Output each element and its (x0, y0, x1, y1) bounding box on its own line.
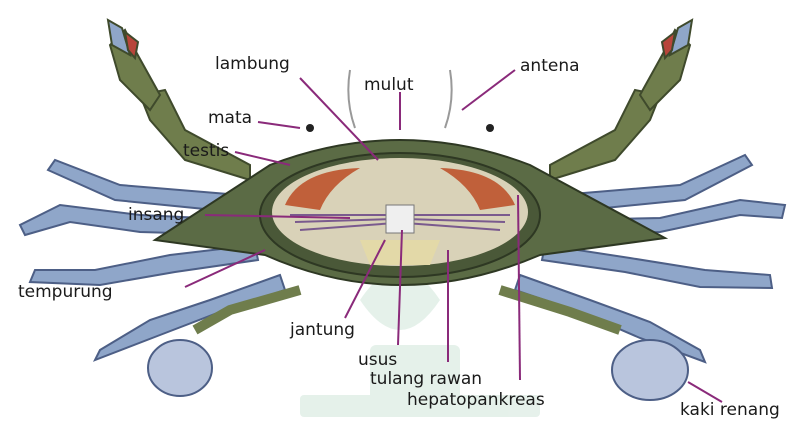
label-insang: insang (128, 207, 184, 224)
label-antena: antena (520, 58, 580, 75)
label-mata: mata (208, 110, 252, 127)
label-kaki-renang: kaki renang (680, 402, 780, 419)
label-hepatopankreas: hepatopankreas (407, 392, 545, 409)
label-jantung: jantung (290, 322, 355, 339)
label-usus: usus (358, 352, 397, 369)
label-lambung: lambung (215, 56, 290, 73)
label-tempurung: tempurung (18, 284, 113, 301)
label-tulang-rawan: tulang rawan (370, 371, 482, 388)
right-claw (550, 20, 692, 180)
label-mulut: mulut (364, 77, 414, 94)
label-testis: testis (183, 143, 229, 160)
